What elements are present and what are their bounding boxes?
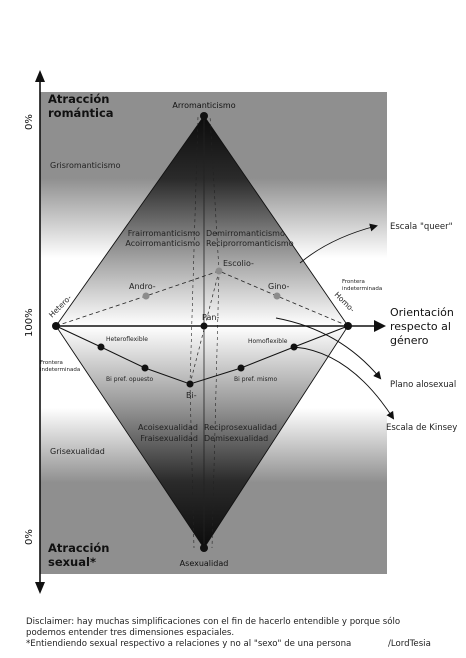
label-skolio: Escolio- bbox=[223, 259, 254, 268]
label-fraysexuality: Fraisexualidad bbox=[140, 434, 198, 443]
pct-top: 0% bbox=[24, 114, 35, 130]
label-undetermined-left-1: Frontera bbox=[40, 360, 63, 366]
label-aromanticism: Arromanticismo bbox=[172, 101, 235, 110]
vertical-axis-bottom-arrow bbox=[35, 582, 45, 594]
queer-scale-dashed bbox=[55, 270, 349, 327]
label-homoflexible: Homoflexible bbox=[248, 338, 288, 345]
kinsey-arrow bbox=[293, 346, 395, 420]
label-demiromanticism: Demirromanticismo bbox=[206, 229, 285, 238]
label-undetermined-right-1: Frontera bbox=[342, 279, 365, 285]
allosexual-arrow bbox=[275, 317, 382, 380]
dashed-up-right bbox=[209, 115, 220, 272]
label-kinsey-scale: Escala de Kinsey bbox=[386, 423, 457, 433]
label-bi: Bi- bbox=[186, 391, 197, 400]
dot-pan bbox=[200, 322, 208, 330]
disclaimer-line-3: *Entiendiendo sexual respectivo a relaci… bbox=[26, 639, 352, 649]
dashed-up-left bbox=[189, 115, 199, 385]
label-gender-orientation-3: género bbox=[390, 334, 429, 347]
label-pan: Pan- bbox=[202, 313, 219, 322]
label-bi-pref-opposite: Bi pref. opuesto bbox=[106, 376, 153, 383]
dot-bi bbox=[186, 380, 194, 388]
label-acoromanticism: Acoirromanticismo bbox=[125, 239, 200, 248]
dot-bi-pref-opposite bbox=[141, 364, 149, 372]
dot-bi-pref-same bbox=[237, 364, 245, 372]
queer-scale-arrow bbox=[299, 223, 378, 264]
disclaimer-line-1: Disclaimer: hay muchas simplificaciones … bbox=[26, 617, 401, 627]
label-undetermined-left-2: indeterminada bbox=[40, 367, 80, 373]
footer-disclaimer: Disclaimer: hay muchas simplificaciones … bbox=[26, 617, 466, 650]
dot-skolio bbox=[215, 267, 223, 275]
label-reciproromanticism: Reciprorromanticismo bbox=[206, 239, 294, 248]
label-undetermined-right-2: indeterminada bbox=[342, 286, 382, 292]
pct-bottom: 0% bbox=[24, 529, 35, 545]
label-andro: Andro- bbox=[129, 282, 156, 291]
label-heteroflexible: Heteroflexible bbox=[106, 336, 148, 343]
romantic-triangle bbox=[56, 116, 348, 326]
romantic-axis-title-1: Atracción bbox=[48, 92, 110, 106]
label-gender-orientation-2: respecto al bbox=[390, 320, 451, 333]
label-acosexuality: Acoisexualidad bbox=[138, 423, 198, 432]
label-reciprosexuality: Reciprosexualidad bbox=[204, 423, 277, 432]
dot-homoflexible bbox=[290, 343, 298, 351]
label-graysexuality: Grisexualidad bbox=[50, 447, 105, 456]
label-gyno: Gino- bbox=[268, 282, 290, 291]
dot-hetero bbox=[52, 322, 60, 330]
label-frayromanticism: Frairromanticismo bbox=[128, 229, 200, 238]
dot-gyno bbox=[273, 292, 281, 300]
dot-asexual bbox=[200, 544, 208, 552]
label-gender-orientation-1: Orientación bbox=[390, 306, 454, 319]
author-signature: /LordTesia bbox=[388, 639, 431, 649]
dashed-vertical-bi bbox=[189, 270, 220, 385]
dot-aromantic bbox=[200, 112, 208, 120]
sexual-triangle bbox=[56, 326, 348, 548]
label-demisexuality: Demisexualidad bbox=[204, 434, 268, 443]
label-asexuality: Asexualidad bbox=[180, 559, 229, 568]
label-grayromanticism: Grisromanticismo bbox=[50, 161, 121, 170]
disclaimer-line-2: podemos entender tres dimensiones espaci… bbox=[26, 628, 235, 638]
dashed-right-down bbox=[211, 270, 220, 549]
label-bi-pref-same: Bi pref. mismo bbox=[234, 376, 277, 383]
gender-axis-arrow bbox=[374, 320, 386, 332]
sexual-axis-title-2: sexual* bbox=[48, 555, 96, 569]
romantic-axis-title-2: romántica bbox=[48, 106, 114, 120]
label-allosexual-plane: Plano alosexual bbox=[390, 380, 456, 390]
dot-andro bbox=[142, 292, 150, 300]
dot-homo bbox=[344, 322, 352, 330]
label-queer-scale: Escala "queer" bbox=[390, 222, 453, 232]
sexual-axis-title-1: Atracción bbox=[48, 541, 110, 555]
pct-mid: 100% bbox=[24, 308, 35, 337]
vertical-axis-top-arrow bbox=[35, 70, 45, 82]
dot-heteroflexible bbox=[97, 343, 105, 351]
